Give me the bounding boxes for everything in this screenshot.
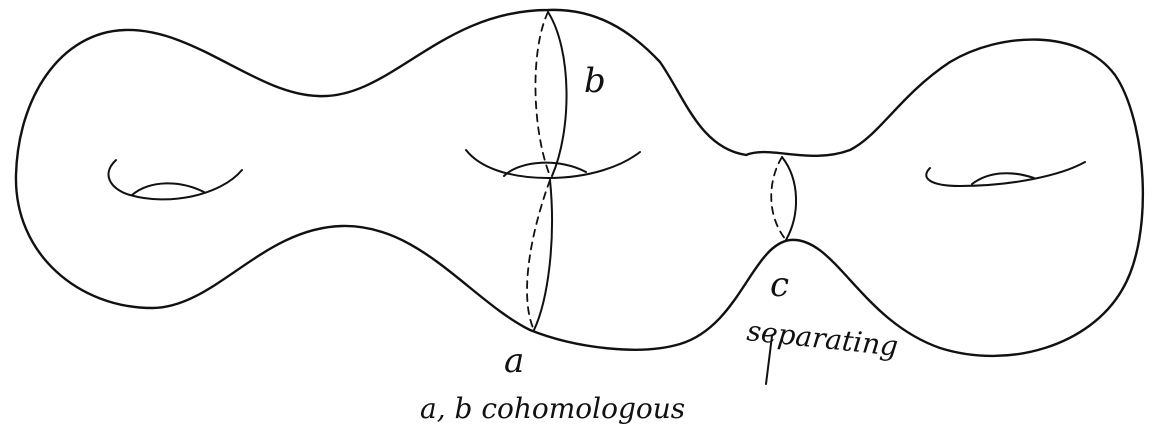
hole-right	[926, 162, 1085, 186]
curve-c	[771, 157, 796, 240]
curve-b	[535, 12, 566, 176]
hole-left	[109, 160, 242, 199]
label-separating: separating	[745, 314, 899, 363]
curve-a	[527, 180, 552, 330]
label-c: c	[770, 265, 789, 305]
label-b: b	[584, 61, 606, 101]
label-a: a	[504, 341, 524, 381]
label-cohomologous: a, b cohomologous	[420, 392, 685, 425]
